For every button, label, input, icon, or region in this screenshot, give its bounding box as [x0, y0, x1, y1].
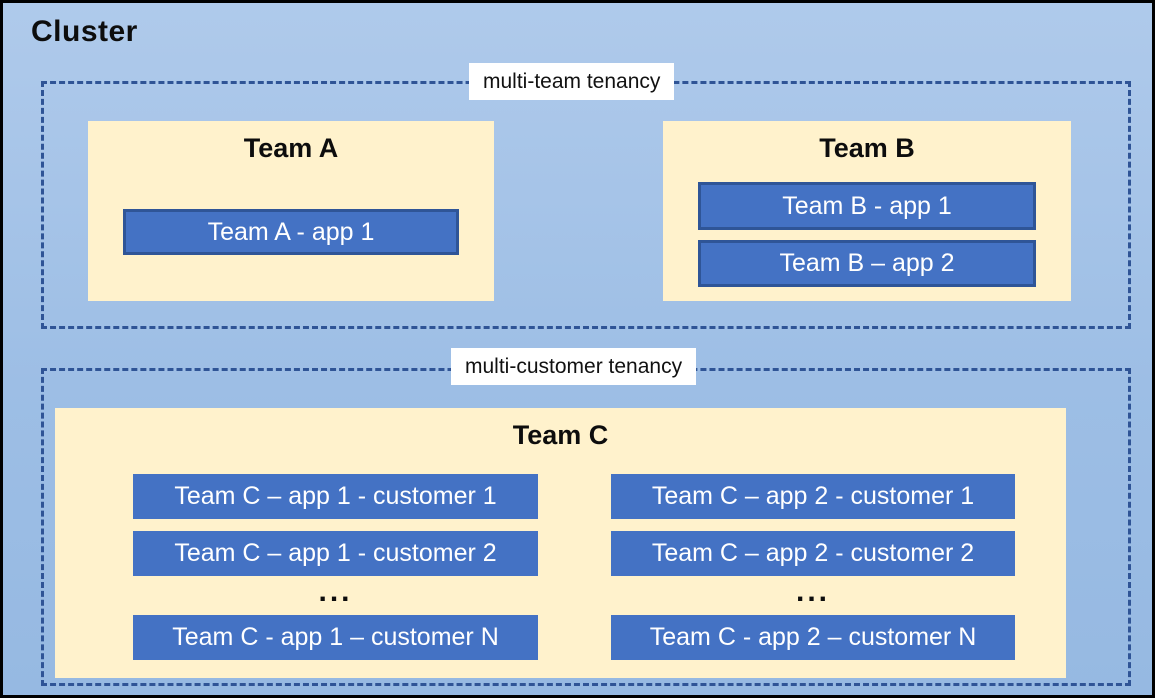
team-c-app1-ellipsis: ... — [318, 575, 353, 608]
team-a-app-1: Team A - app 1 — [123, 209, 459, 255]
team-c-app1-customerN: Team C - app 1 – customer N — [133, 615, 538, 660]
team-c-app2-ellipsis: ... — [795, 575, 830, 608]
team-c-app2-customerN: Team C - app 2 – customer N — [611, 615, 1015, 660]
team-c-title: Team C — [512, 420, 609, 450]
team-b-title: Team B — [819, 133, 915, 163]
team-c-box: Team C Team C – app 1 - customer 1 Team … — [55, 408, 1066, 678]
team-a-box: Team A Team A - app 1 — [88, 121, 494, 301]
team-c-app1-customer2: Team C – app 1 - customer 2 — [133, 531, 538, 576]
team-b-app-2: Team B – app 2 — [698, 240, 1036, 287]
team-a-title: Team A — [243, 133, 339, 163]
multi-team-tenancy-label: multi-team tenancy — [469, 63, 675, 100]
team-c-app1-customer1: Team C – app 1 - customer 1 — [133, 474, 538, 519]
team-b-box: Team B Team B - app 1 Team B – app 2 — [663, 121, 1071, 301]
team-c-app2-customer2: Team C – app 2 - customer 2 — [611, 531, 1015, 576]
team-c-app2-customer1: Team C – app 2 - customer 1 — [611, 474, 1015, 519]
team-b-app-1: Team B - app 1 — [698, 182, 1036, 230]
multi-customer-tenancy-label: multi-customer tenancy — [451, 348, 697, 385]
cluster-title: Cluster — [31, 15, 138, 48]
